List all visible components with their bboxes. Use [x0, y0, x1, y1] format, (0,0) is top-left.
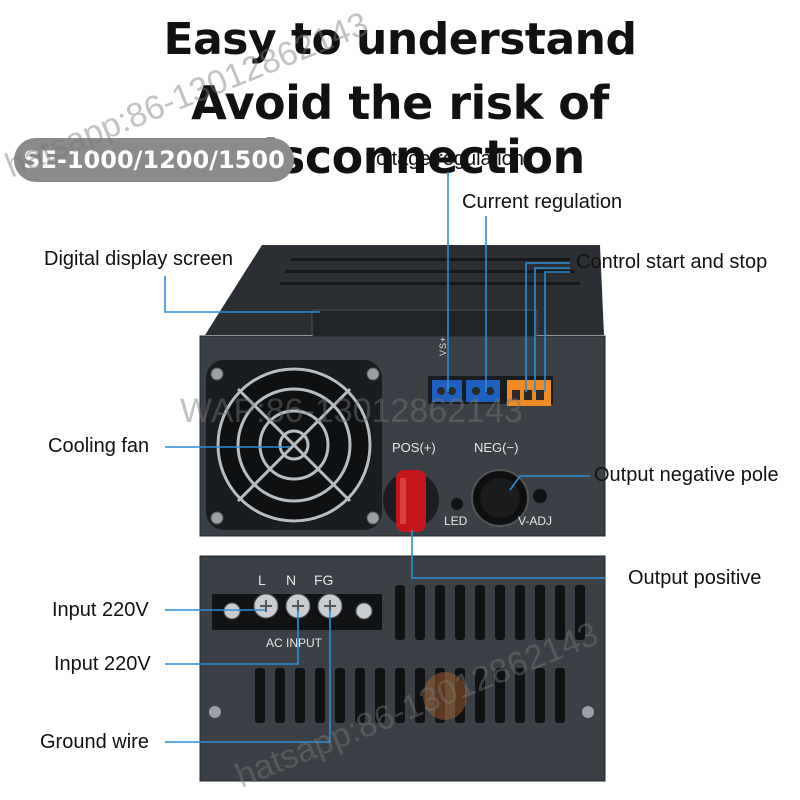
label-input-220v-n: Input 220V — [54, 653, 151, 675]
l-marking: L — [258, 572, 266, 588]
terminal-label-vs-plus: VS+ — [438, 335, 448, 356]
v-adj-marking: V-ADJ — [518, 514, 553, 528]
v-adj-pot — [533, 489, 547, 503]
fg-marking: FG — [314, 572, 334, 588]
label-voltage-regulation: voltage regulation — [366, 148, 524, 170]
cooling-fan-grill — [206, 360, 382, 530]
ac-input-marking: AC INPUT — [266, 636, 323, 650]
headline-line-1: Easy to understand — [163, 14, 637, 65]
positive-output-terminal — [383, 470, 439, 532]
led-marking: LED — [444, 514, 468, 528]
vent-slots-lower — [255, 585, 585, 723]
digital-display-window — [311, 309, 538, 337]
ac-input-terminal-block — [212, 593, 382, 630]
label-digital-display: Digital display screen — [44, 248, 233, 270]
callout-line-input-n — [165, 610, 299, 665]
label-ground-wire: Ground wire — [40, 731, 149, 753]
led-indicator — [451, 498, 463, 510]
callout-lines — [164, 172, 605, 743]
copper-coil — [423, 672, 467, 720]
vent-holes-top — [280, 258, 580, 285]
callout-line-control — [525, 262, 570, 392]
label-input-220v-l: Input 220V — [52, 599, 149, 621]
callout-line-display — [164, 276, 320, 313]
label-cooling-fan: Cooling fan — [48, 435, 150, 457]
screw-icon — [582, 706, 594, 718]
callout-line-positive — [411, 530, 605, 579]
control-terminal-strip — [428, 376, 553, 406]
model-badge: SE-1000/1200/1500 — [14, 138, 294, 182]
callout-line-negative — [509, 475, 590, 491]
label-output-positive: Output positive — [628, 567, 762, 589]
pos-marking: POS(+) — [392, 440, 436, 455]
label-output-negative: Output negative pole — [594, 464, 779, 486]
n-marking: N — [286, 572, 297, 588]
neg-marking: NEG(−) — [474, 440, 519, 455]
label-control-start-stop: Control start and stop — [576, 251, 768, 273]
label-current-regulation: Current regulation — [462, 191, 623, 213]
screw-icon — [209, 706, 221, 718]
callout-line-ground — [165, 610, 331, 743]
